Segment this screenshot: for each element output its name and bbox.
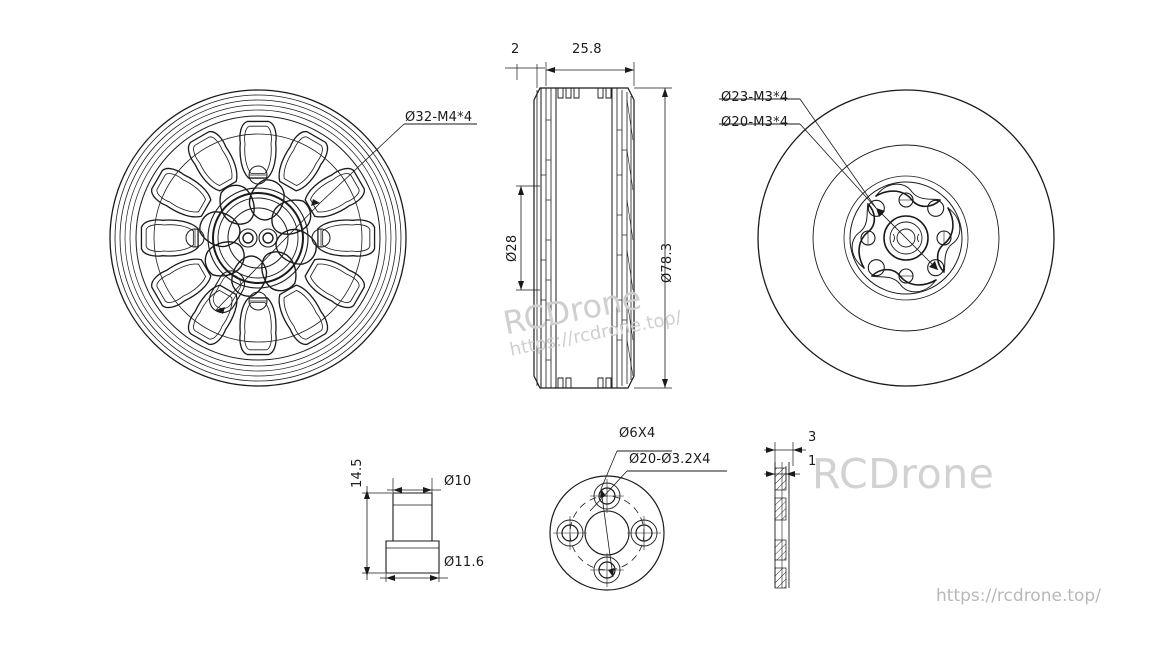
label-washer-3: 3 — [808, 430, 817, 445]
dimension-d78-3 — [634, 87, 672, 389]
dimension-d10 — [387, 478, 441, 495]
label-side-length-25-8: 25.8 — [572, 42, 602, 57]
hub-center — [207, 187, 309, 289]
label-shaft-14-5: 14.5 — [350, 458, 365, 488]
label-rear-d20-m3: Ø20-M3*4 — [721, 115, 789, 130]
label-side-d28: Ø28 — [505, 234, 520, 262]
flange-plate-view — [549, 450, 727, 591]
dimension-d11-6 — [380, 573, 448, 582]
label-side-thickness-2: 2 — [511, 42, 520, 57]
dimension-3 — [764, 442, 806, 466]
vane-group — [140, 120, 376, 356]
dimension-2 — [505, 64, 545, 88]
label-flange-d20-d3-2x4: Ø20-Ø3.2X4 — [629, 452, 711, 467]
rear-motor-view — [719, 89, 1055, 387]
inner-web-group — [194, 174, 322, 302]
dimension-14-5 — [362, 486, 392, 580]
label-washer-1: 1 — [808, 454, 817, 469]
leader-line-m4 — [215, 199, 321, 314]
front-motor-view — [109, 89, 477, 387]
m4-bolt-holes — [185, 165, 331, 311]
dimension-1 — [764, 466, 800, 480]
counterbore-holes — [553, 479, 661, 587]
label-side-d78-3: Ø78.3 — [660, 242, 675, 283]
dimension-d28 — [516, 185, 540, 291]
watermark-url-footer: https://rcdrone.top/ — [936, 586, 1101, 606]
label-front-m4: Ø32-M4*4 — [405, 110, 473, 125]
watermark-brand-large: RCDrone — [812, 450, 995, 498]
m3-holes-d20 — [860, 192, 952, 284]
center-boss — [883, 215, 929, 261]
shaft-profile-view — [362, 478, 448, 582]
washer-section-view — [764, 442, 806, 589]
side-section-view — [505, 62, 672, 389]
label-shaft-d11-6: Ø11.6 — [444, 555, 485, 570]
leader-line-m3 — [875, 207, 939, 271]
label-flange-d6x4: Ø6X4 — [619, 426, 656, 441]
label-shaft-d10: Ø10 — [444, 474, 472, 489]
label-rear-d23-m3: Ø23-M3*4 — [721, 90, 789, 105]
dimension-25-8 — [545, 62, 635, 86]
